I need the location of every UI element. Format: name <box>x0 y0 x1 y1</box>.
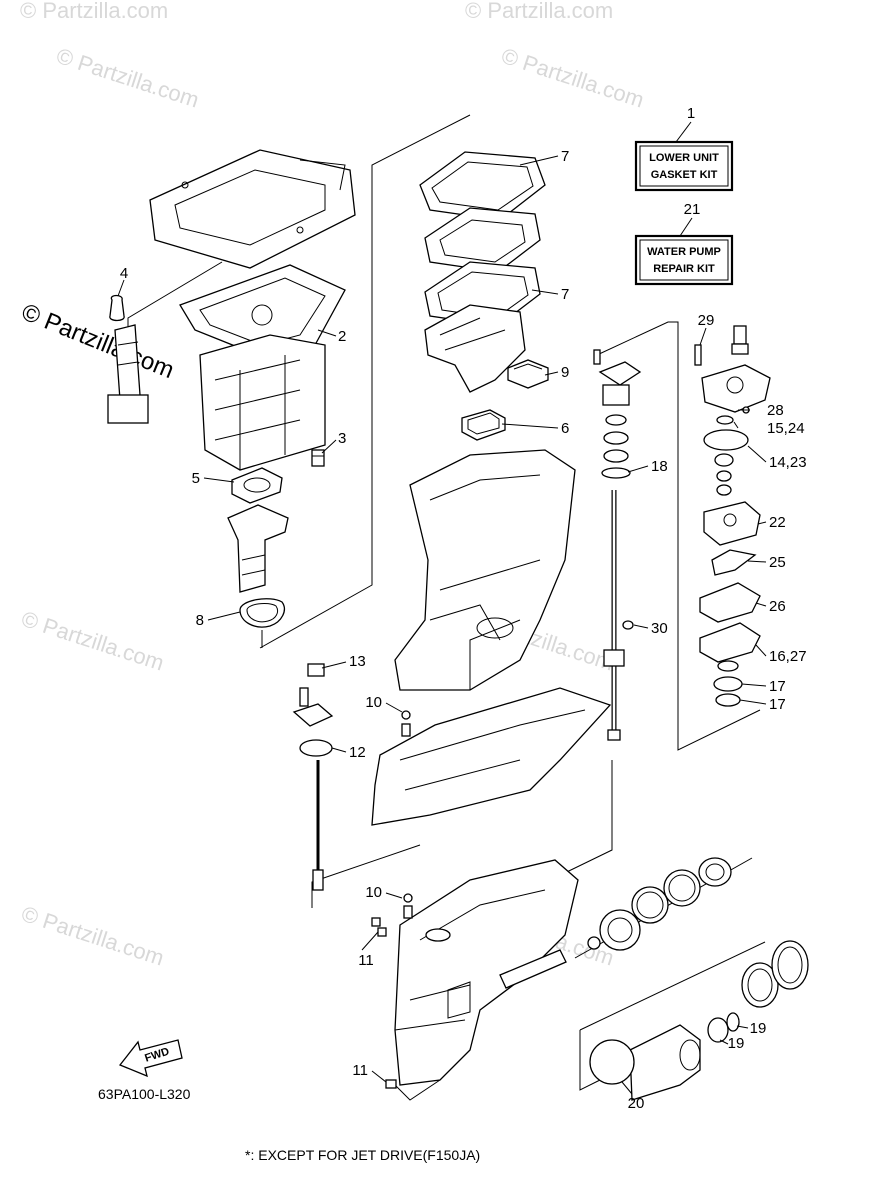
callout-6: 6 <box>561 420 569 437</box>
gasket-7-top <box>419 151 546 221</box>
gear-case <box>394 859 579 1101</box>
callout-26: 26 <box>769 598 786 615</box>
shift-rod <box>312 760 324 891</box>
plug-10a <box>401 710 411 737</box>
callout-30: 30 <box>651 620 668 637</box>
leader-lines <box>117 155 767 1095</box>
callout-19-left: 19 <box>728 1035 745 1052</box>
callout-22: 22 <box>769 514 786 531</box>
callout-10-upper: 10 <box>365 694 382 711</box>
o-ring-12 <box>299 739 333 757</box>
fwd-arrow-icon: FWD <box>118 1039 183 1078</box>
watermark: © Partzilla.com <box>465 0 613 23</box>
callout-7-top: 7 <box>561 148 569 165</box>
callout-13: 13 <box>349 653 366 670</box>
callout-14-23: 14,23 <box>769 454 807 471</box>
kit-label-line2: REPAIR KIT <box>653 263 715 275</box>
tube-part-4 <box>107 294 149 424</box>
footnote: *: EXCEPT FOR JET DRIVE(F150JA) <box>245 1147 480 1163</box>
watermark: © Partzilla.com <box>498 43 647 113</box>
callouts: 4 2 3 5 8 7 7 9 6 18 30 13 10 12 10 11 1… <box>120 148 807 1112</box>
watermark-dark: © Partzilla.com <box>18 299 178 385</box>
grommet-13 <box>307 663 325 677</box>
lower-casing <box>394 449 576 691</box>
callout-10-lower: 10 <box>365 884 382 901</box>
callout-3: 3 <box>338 430 346 447</box>
callout-20: 20 <box>628 1095 645 1112</box>
callout-29: 29 <box>698 312 715 329</box>
callout-9: 9 <box>561 364 569 381</box>
screw-11b <box>385 1079 397 1089</box>
callout-11-lower: 11 <box>352 1062 368 1079</box>
water-pump-stack <box>694 325 771 707</box>
upper-casing-body <box>199 334 326 471</box>
callout-4: 4 <box>120 265 128 282</box>
oil-pan-casing <box>371 687 612 826</box>
seal-6 <box>461 409 506 441</box>
watermark: © Partzilla.com <box>53 43 202 113</box>
rubber-9 <box>507 359 549 389</box>
callout-7-bottom: 7 <box>561 286 569 303</box>
water-pump-repair-kit-box: 21 WATER PUMP REPAIR KIT <box>634 201 734 286</box>
kit-label-line1: LOWER UNIT <box>649 152 719 164</box>
bolt-3 <box>311 449 325 467</box>
plate-middle <box>424 207 541 273</box>
upper-casing-cover <box>149 149 356 269</box>
gasket-7-bottom <box>424 261 541 327</box>
watermark: © Partzilla.com <box>18 901 167 971</box>
exhaust-manifold <box>424 304 526 393</box>
callout-17-upper: 17 <box>769 678 786 695</box>
callout-11-upper: 11 <box>358 952 374 969</box>
drive-shaft-assembly <box>593 349 642 741</box>
propeller-shaft-parts <box>587 857 809 1101</box>
screw-11a <box>371 917 387 937</box>
lower-unit-gasket-kit-box: 1 LOWER UNIT GASKET KIT <box>634 105 734 192</box>
callout-8: 8 <box>196 612 204 629</box>
exhaust-guide <box>227 504 289 593</box>
plug-10b <box>403 893 413 919</box>
callout-18: 18 <box>651 458 668 475</box>
callout-25: 25 <box>769 554 786 571</box>
callout-17-lower: 17 <box>769 696 786 713</box>
watermark: © Partzilla.com <box>20 0 168 23</box>
callout-1: 1 <box>687 105 695 122</box>
seal-8 <box>239 598 285 628</box>
callout-21: 21 <box>684 201 701 218</box>
shift-rod-bracket <box>292 687 334 727</box>
callout-16-27: 16,27 <box>769 648 807 665</box>
kit-label-line1: WATER PUMP <box>647 246 721 258</box>
callout-2: 2 <box>338 328 346 345</box>
gasket-5 <box>231 467 283 504</box>
callout-28: 28 <box>767 402 784 419</box>
watermark: © Partzilla.com <box>18 606 167 676</box>
callout-19-right: 19 <box>750 1020 767 1037</box>
callout-15-24: 15,24 <box>767 420 805 437</box>
spacer-30 <box>622 620 634 630</box>
callout-12: 12 <box>349 744 366 761</box>
kit-label-line2: GASKET KIT <box>651 169 718 181</box>
callout-5: 5 <box>192 470 200 487</box>
diagram-code: 63PA100-L320 <box>98 1086 191 1102</box>
